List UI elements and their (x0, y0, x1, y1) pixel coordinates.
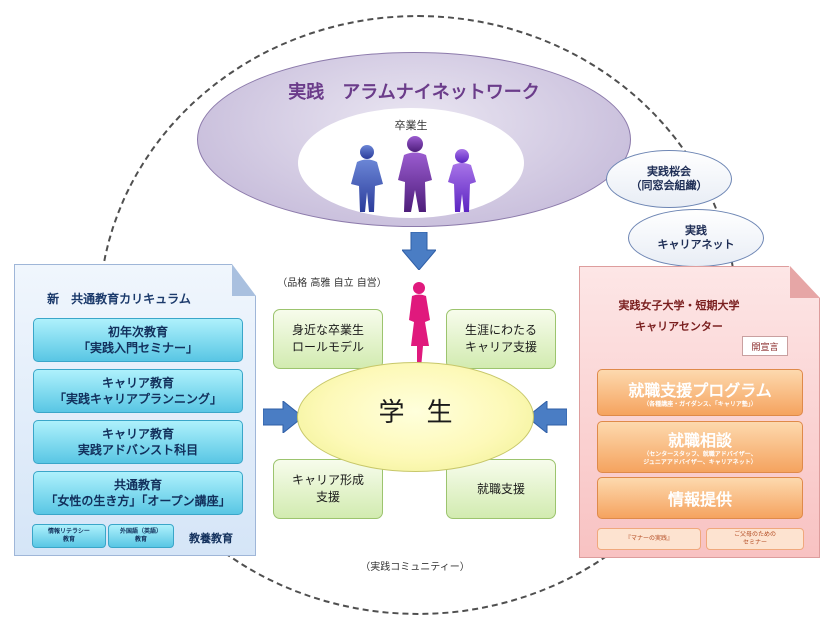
lifelong-support-box: 生涯にわたる キャリア支援 (446, 309, 556, 369)
career-net-line1: 実践 (685, 224, 707, 237)
information-provision-title: 情報提供 (667, 490, 732, 509)
job-support-line1: 就職支援 (476, 481, 525, 496)
job-support-program-title: 就職支援プログラム (628, 380, 772, 400)
career-center-title-line1: 実践女子大学・短期大学 (618, 299, 740, 312)
info-literacy-line2: 教育 (62, 536, 75, 543)
foreign-language-line1: 外国語（英語） (119, 528, 162, 535)
arrow-right-icon (263, 401, 303, 433)
common-education-line1: 共通教育 (113, 478, 162, 492)
role-model-line2: ロールモデル (291, 340, 364, 354)
information-provision-box: 情報提供 (597, 477, 803, 519)
first-year-line2: 「実践入門セミナー」 (77, 341, 198, 355)
info-literacy-line1: 情報リテラシー (48, 528, 90, 535)
liberal-arts-label: 教養教育 (189, 532, 233, 545)
motto-text: （品格 高雅 自立 自営） (277, 278, 387, 289)
info-literacy-box: 情報リテラシー 教育 (32, 524, 106, 548)
manner-practice-box: 『マナーの実践』 (597, 528, 701, 550)
job-support-program-box: 就職支援プログラム （各種講座・ガイダンス、「キャリア塾」） (597, 369, 803, 416)
manner-practice-label: 『マナーの実践』 (624, 535, 673, 542)
common-education-box: 共通教育 「女性の生き方」「オープン講座」 (33, 471, 243, 515)
jissen-career-net-oval: 実践 キャリアネット (628, 209, 764, 267)
student-silhouette-icon (409, 282, 430, 372)
common-education-line2: 「女性の生き方」「オープン講座」 (45, 494, 231, 508)
career-formation-line2: 支援 (315, 490, 340, 504)
lifelong-support-line2: キャリア支援 (464, 340, 537, 354)
first-year-education-box: 初年次教育 「実践入門セミナー」 (33, 318, 243, 362)
curriculum-title: 新 共通教育カリキュラム (47, 292, 191, 306)
career-center-panel-fold (790, 266, 820, 298)
career-center-title-line2: キャリアセンター (635, 320, 723, 333)
logo-text: 開宣言 (751, 342, 779, 353)
arrow-down-icon (402, 232, 436, 270)
parents-seminar-box: ご父母のための セミナー (706, 528, 804, 550)
job-counseling-title: 就職相談 (667, 431, 732, 450)
graduate-silhouettes-icon (351, 136, 476, 212)
job-counseling-sub1: （センタースタッフ、就職アドバイザー、 (643, 451, 757, 458)
career-advanced-line2: 実践アドバンスト科目 (77, 443, 199, 457)
first-year-line1: 初年次教育 (107, 325, 168, 339)
career-planning-line2: 「実践キャリアプランニング」 (53, 392, 222, 406)
job-support-program-sub: （各種講座・ガイダンス、「キャリア塾」） (643, 400, 757, 408)
job-support-box: 就職支援 (446, 459, 556, 519)
foreign-language-box: 外国語（英語） 教育 (108, 524, 174, 548)
parents-seminar-line2: セミナー (742, 539, 767, 546)
job-counseling-sub2: ジュニアアドバイザー、キャリアネット） (643, 459, 757, 466)
career-planning-line1: キャリア教育 (101, 376, 174, 390)
community-caption: （実践コミュニティー） (360, 562, 470, 573)
lifelong-support-line1: 生涯にわたる (464, 323, 537, 337)
graduates-label: 卒業生 (394, 119, 428, 132)
alumni-network-title: 実践 アラムナイネットワーク (288, 82, 540, 103)
jissen-sakura-kai-oval: 実践桜会 （同窓会組織） (606, 150, 732, 208)
role-model-box: 身近な卒業生 ロールモデル (273, 309, 383, 369)
career-planning-box: キャリア教育 「実践キャリアプランニング」 (33, 369, 243, 413)
parents-seminar-line1: ご父母のための (733, 531, 776, 538)
kaika-sengen-logo: 開宣言 (742, 336, 788, 356)
role-model-line1: 身近な卒業生 (291, 323, 364, 337)
career-net-line2: キャリアネット (657, 238, 735, 251)
career-advanced-line1: キャリア教育 (101, 427, 174, 441)
career-formation-box: キャリア形成 支援 (273, 459, 383, 519)
career-advanced-box: キャリア教育 実践アドバンスト科目 (33, 420, 243, 464)
career-formation-line1: キャリア形成 (291, 473, 364, 487)
sakura-kai-line2: （同窓会組織） (630, 179, 708, 192)
student-label: 学生 (378, 398, 475, 428)
job-counseling-box: 就職相談 （センタースタッフ、就職アドバイザー、 ジュニアアドバイザー、キャリア… (597, 421, 803, 473)
student-oval (297, 362, 534, 472)
arrow-left-icon (527, 401, 567, 433)
foreign-language-line2: 教育 (134, 536, 147, 543)
sakura-kai-line1: 実践桜会 (647, 165, 691, 178)
